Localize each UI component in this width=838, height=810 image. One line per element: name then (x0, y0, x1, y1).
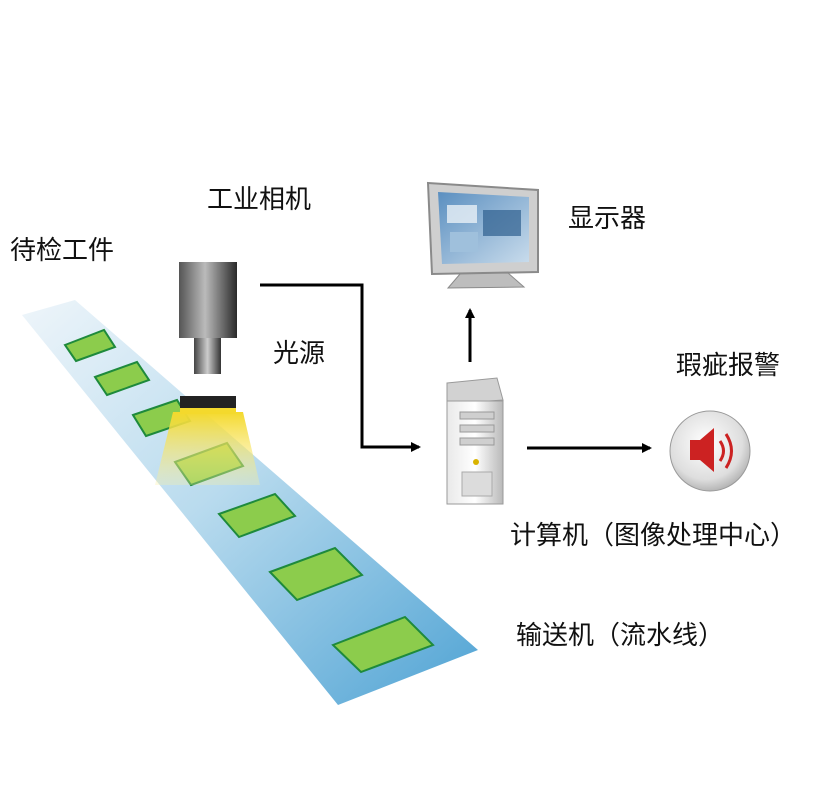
workpiece-part (268, 546, 364, 602)
speaker-alarm-icon (669, 410, 751, 492)
label-computer: 计算机（图像处理中心） (510, 521, 797, 551)
label-conveyor: 输送机（流水线） (516, 621, 725, 651)
workpiece-part (331, 615, 435, 674)
label-light-source: 光源 (273, 339, 326, 369)
monitor-icon (426, 181, 539, 289)
workpiece-part (63, 328, 117, 363)
label-display: 显示器 (568, 204, 647, 234)
label-camera: 工业相机 (207, 185, 312, 215)
workpiece-part (93, 360, 151, 397)
arrow-camera-to-computer (260, 283, 421, 452)
label-alarm: 瑕疵报警 (676, 351, 781, 381)
workpieces (63, 328, 435, 674)
workpiece-part (217, 492, 297, 539)
light-beam (155, 412, 260, 485)
label-workpiece: 待检工件 (10, 236, 115, 266)
camera-icon (179, 262, 237, 414)
computer-tower-icon (446, 377, 504, 505)
